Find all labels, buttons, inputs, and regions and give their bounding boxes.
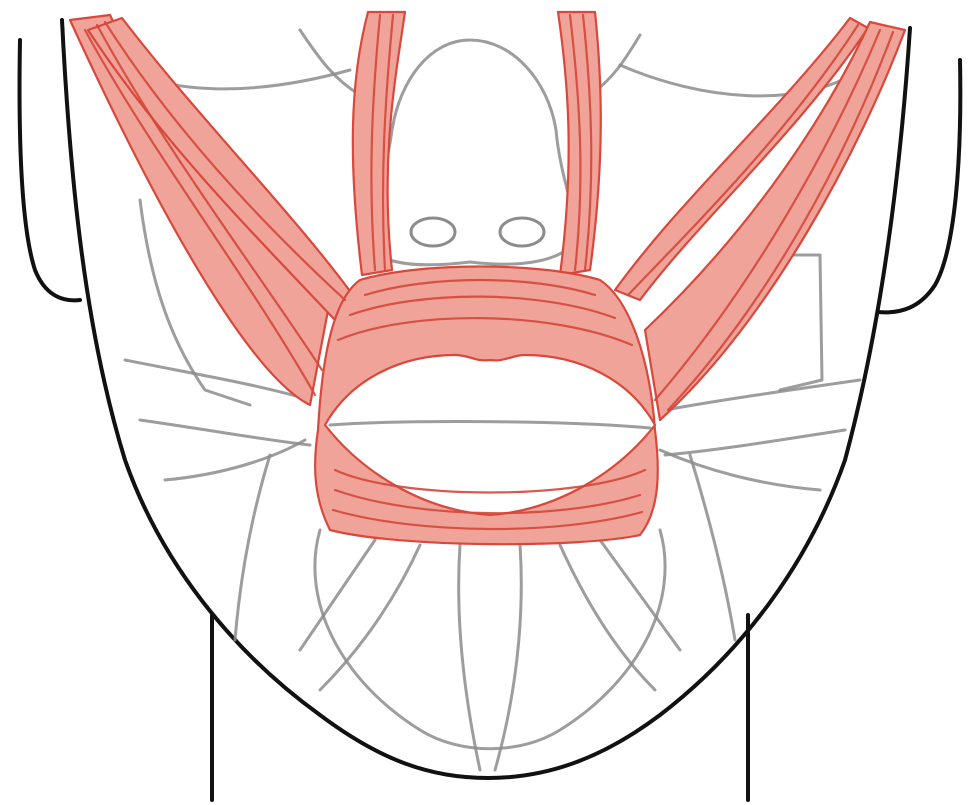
mentalis-right — [495, 545, 521, 770]
chin-line-right — [600, 540, 680, 650]
right-nostril — [500, 218, 544, 246]
depressor-left — [235, 455, 270, 640]
mouth-line — [330, 422, 650, 428]
chin-fan-right — [560, 545, 655, 690]
nose-outline — [368, 40, 578, 265]
right-jaw-line-3 — [660, 450, 820, 490]
right-masseter-box — [780, 255, 822, 390]
mentalis-left — [459, 545, 480, 770]
left-jaw-line-3 — [165, 440, 305, 480]
right-jaw-line-2 — [665, 430, 845, 455]
facial-muscles — [70, 12, 905, 544]
left-levator-labii — [353, 12, 405, 275]
chin-fan-left — [320, 545, 420, 690]
chin-line-left — [300, 540, 375, 650]
left-orbit-line — [300, 30, 360, 95]
left-nostril — [411, 218, 455, 246]
left-jaw-line-2 — [140, 420, 310, 445]
depressor-right — [690, 455, 735, 640]
right-ear — [878, 60, 960, 312]
